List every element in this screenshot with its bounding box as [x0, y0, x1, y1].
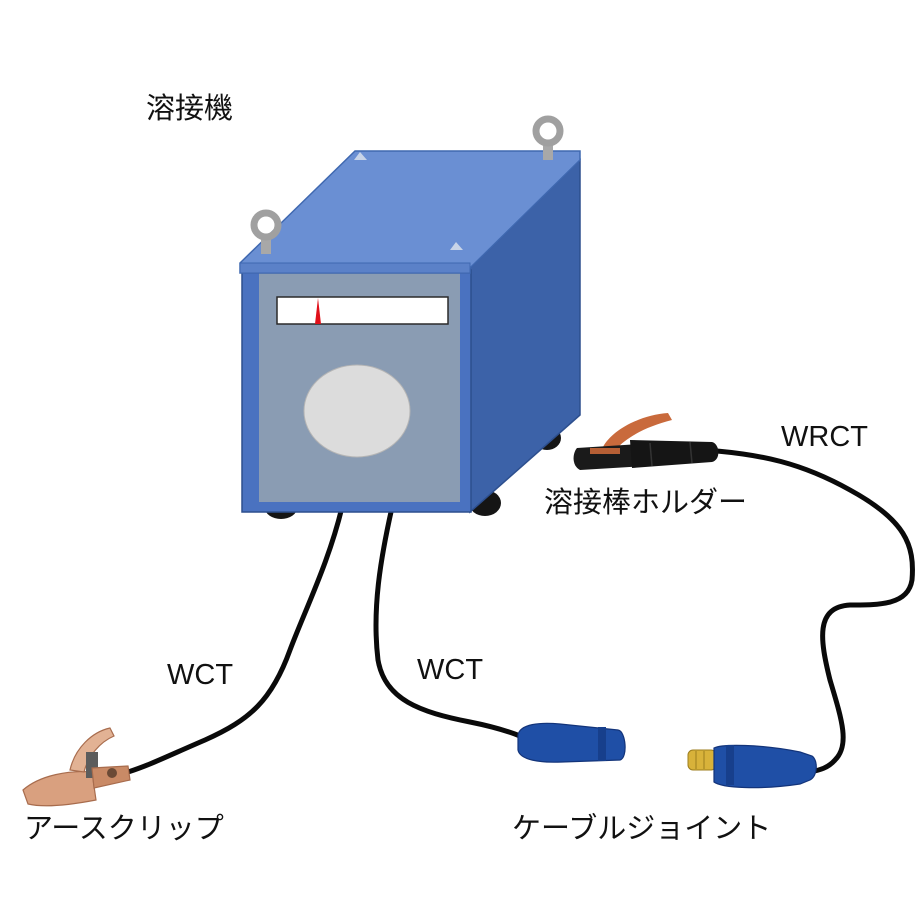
- cable-joint-male: [687, 744, 817, 789]
- joint-male-ring: [726, 745, 734, 785]
- machine-top-edge: [239, 262, 471, 274]
- earth-cable: [125, 500, 346, 775]
- joint-male-body: [713, 744, 817, 789]
- holder-lever: [603, 413, 672, 450]
- label-cable-earth-wct: WCT: [167, 659, 234, 691]
- holder-cable: [714, 448, 915, 775]
- cable-joint-female: [517, 722, 626, 763]
- eye-bolt-back: [532, 115, 564, 160]
- label-welding-machine: 溶接機: [146, 91, 234, 125]
- meter-needle: [315, 298, 321, 324]
- joint-cable: [373, 500, 523, 739]
- earth-clip-jaws: [22, 770, 97, 807]
- holder-jaw-copper: [590, 448, 620, 454]
- label-cable-holder-wrct: WRCT: [781, 421, 868, 453]
- welding-machine: [239, 115, 581, 519]
- top-bolt: [450, 242, 463, 250]
- adjustment-dial: [303, 364, 411, 458]
- label-cable-joint: ケーブルジョイント: [512, 811, 772, 845]
- electrode-holder: [573, 413, 719, 470]
- joint-male-pin: [687, 749, 717, 771]
- top-bolt: [354, 152, 367, 160]
- meter-scale: [276, 296, 449, 325]
- label-electrode-holder: 溶接棒ホルダー: [544, 485, 748, 519]
- label-earth-clip: アースクリップ: [24, 811, 224, 845]
- joint-female-ring: [598, 727, 606, 761]
- label-cable-joint-wct: WCT: [417, 654, 484, 686]
- eye-bolt-front: [250, 209, 282, 254]
- holder-handle: [630, 440, 719, 468]
- earth-clip: [22, 727, 131, 807]
- cables: [125, 448, 915, 775]
- joint-female-body: [517, 722, 626, 763]
